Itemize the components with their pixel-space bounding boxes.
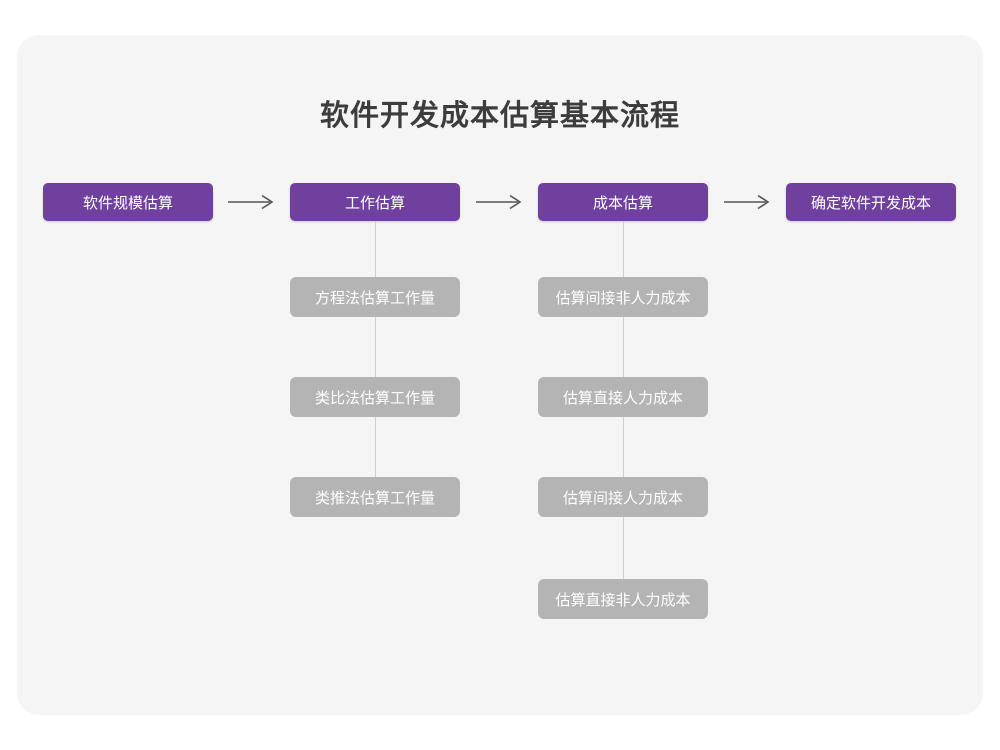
branch-node-inference-method[interactable]: 类推法估算工作量 — [290, 477, 460, 517]
flow-step-label: 工作估算 — [344, 194, 405, 212]
flow-step-label: 成本估算 — [592, 194, 653, 212]
branch-node-label: 估算直接非人力成本 — [555, 591, 691, 609]
branch-node-label: 类推法估算工作量 — [314, 489, 435, 507]
branch-node-label: 估算直接人力成本 — [562, 389, 683, 407]
branch-node-direct-nonlabor-cost[interactable]: 估算直接非人力成本 — [538, 579, 708, 619]
flow-step-effort-estimation[interactable]: 工作估算 — [290, 183, 460, 221]
page-title: 软件开发成本估算基本流程 — [319, 100, 680, 132]
flow-step-label: 确定软件开发成本 — [810, 194, 931, 212]
branch-node-equation-method[interactable]: 方程法估算工作量 — [290, 277, 460, 317]
diagram-card — [17, 35, 983, 715]
flow-step-label: 软件规模估算 — [82, 194, 173, 212]
branch-node-analogy-method[interactable]: 类比法估算工作量 — [290, 377, 460, 417]
branch-node-indirect-labor-cost[interactable]: 估算间接人力成本 — [538, 477, 708, 517]
branch-node-label: 估算间接非人力成本 — [555, 289, 691, 307]
arrow-right-icon — [228, 194, 274, 210]
flow-step-determine-development-cost[interactable]: 确定软件开发成本 — [786, 183, 956, 221]
branch-node-label: 方程法估算工作量 — [314, 289, 435, 307]
arrow-right-icon — [724, 194, 770, 210]
branch-node-indirect-nonlabor-cost[interactable]: 估算间接非人力成本 — [538, 277, 708, 317]
branch-node-label: 估算间接人力成本 — [562, 489, 683, 507]
branch-node-label: 类比法估算工作量 — [314, 389, 435, 407]
flow-step-cost-estimation[interactable]: 成本估算 — [538, 183, 708, 221]
connector-line-effort-branch — [375, 221, 376, 497]
arrow-right-icon — [476, 194, 522, 210]
branch-node-direct-labor-cost[interactable]: 估算直接人力成本 — [538, 377, 708, 417]
flow-step-software-size-estimation[interactable]: 软件规模估算 — [43, 183, 213, 221]
